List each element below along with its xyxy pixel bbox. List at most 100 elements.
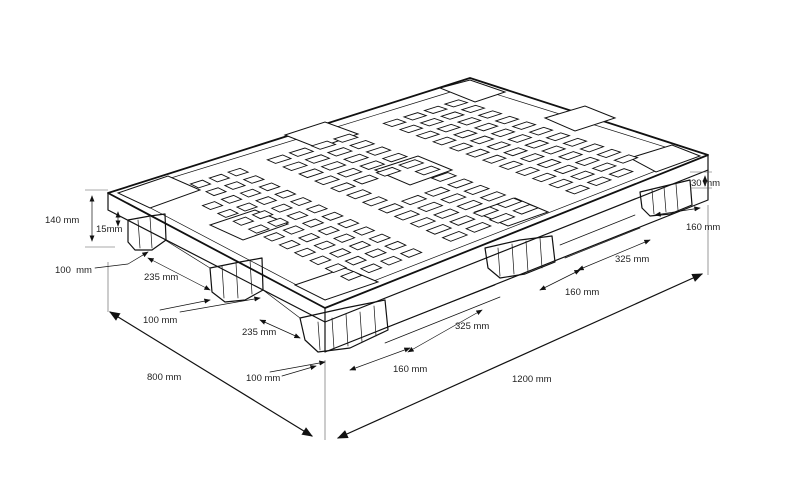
deck-slot [278, 239, 301, 250]
deck-slot [430, 172, 458, 182]
deck-slot [293, 247, 317, 258]
deck-slot [239, 188, 262, 198]
deck-slot [446, 178, 474, 189]
deck-slot [204, 187, 228, 197]
deck-slot [365, 146, 392, 156]
deck-slot [342, 153, 370, 164]
deck-slot [297, 168, 325, 179]
deck-slot [262, 232, 286, 242]
deck-slot [282, 161, 309, 171]
deck-slot [336, 219, 360, 229]
deck-slot [324, 263, 348, 273]
deck-slot [416, 201, 444, 213]
label-foot-front-left: 100 mm [55, 265, 92, 276]
label-deck-right: 30 mm [691, 178, 720, 189]
deck-slot [309, 255, 332, 266]
deck-slot [415, 130, 441, 140]
label-width: 800 mm [147, 372, 181, 383]
deck-slot [486, 141, 512, 151]
deck-slot [524, 139, 550, 149]
deck-slot [361, 196, 389, 207]
deck-slot [443, 99, 469, 108]
deck-slot [448, 142, 474, 152]
deck-slot [359, 160, 386, 170]
deck-slot [579, 143, 605, 153]
deck-slot [332, 133, 360, 143]
deck-slot [332, 233, 356, 243]
deck-slot [289, 197, 313, 207]
deck-slot [531, 172, 558, 183]
deck-slot [545, 132, 571, 142]
deck-slot [359, 263, 383, 274]
deck-slot [586, 176, 613, 186]
deck-slot [498, 160, 524, 170]
pallet-foot [484, 235, 556, 279]
deck-slot [562, 137, 588, 147]
label-gap-right-lower: 325 mm [455, 321, 489, 332]
deck-slot [232, 216, 255, 226]
pallet-body [107, 77, 709, 353]
deck-slot [201, 201, 224, 211]
dimension-lines [85, 171, 712, 440]
deck-slot [329, 182, 357, 193]
deck-slot [419, 118, 445, 127]
deck-slot [511, 121, 537, 130]
deck-slot [235, 202, 259, 212]
deck-slot [507, 134, 533, 143]
deck-slot [297, 232, 321, 243]
deck-slot [375, 166, 402, 177]
deck-slots [189, 99, 639, 281]
deck-slot [328, 248, 352, 258]
deck-center-pad [208, 209, 290, 241]
deck-slot [336, 167, 363, 178]
label-foot-front-mid: 100 mm [143, 315, 177, 326]
deck-slot [473, 122, 499, 132]
deck-slot [548, 178, 574, 189]
deck-slot [189, 179, 212, 189]
deck-slot [432, 208, 460, 219]
deck-slot [423, 105, 449, 114]
deck-slot [301, 218, 325, 228]
deck-slot [320, 161, 347, 171]
deck-slot [397, 159, 425, 169]
deck-slot [326, 147, 354, 157]
deck-slot [393, 210, 421, 221]
deck-slot [439, 193, 467, 204]
deck-slot [502, 147, 529, 157]
deck-slot [317, 225, 341, 236]
deck-slot [266, 217, 290, 227]
label-gap-left-upper: 235 mm [144, 272, 178, 283]
deck-slot [344, 255, 368, 266]
deck-slot [399, 248, 423, 258]
deck-slot [477, 110, 503, 119]
pallet-deck-top [107, 77, 709, 309]
deck-slot [425, 224, 453, 235]
deck-slot [313, 240, 337, 251]
deck-slot [282, 225, 305, 235]
deck-slot [536, 158, 562, 169]
deck-slot [400, 194, 428, 206]
deck-slot [226, 167, 250, 177]
dimension-labels: 140 mm 15mm 30 mm 100 mm 235 mm 100 mm 2… [45, 178, 720, 385]
deck-slot [402, 112, 428, 121]
deck-corner-pad [628, 144, 702, 173]
deck-slot [345, 189, 373, 200]
deck-slot [528, 126, 554, 136]
deck-slot [381, 152, 409, 163]
deck-slot [364, 248, 388, 258]
deck-slot [304, 154, 331, 164]
deck-slot [242, 175, 266, 184]
label-length: 1200 mm [512, 374, 552, 385]
deck-slot [596, 148, 622, 159]
deck-slot [266, 154, 293, 164]
deck-slot [223, 181, 247, 190]
deck-slot [286, 211, 309, 221]
deck-slot [519, 153, 546, 163]
deck-slot [414, 165, 442, 176]
deck-slot [379, 255, 403, 266]
deck-slot [441, 230, 469, 242]
label-gap-right-upper: 325 mm [615, 254, 649, 265]
pallet-foot [127, 213, 167, 251]
deck-slot [569, 170, 596, 181]
deck-slot [464, 222, 492, 233]
